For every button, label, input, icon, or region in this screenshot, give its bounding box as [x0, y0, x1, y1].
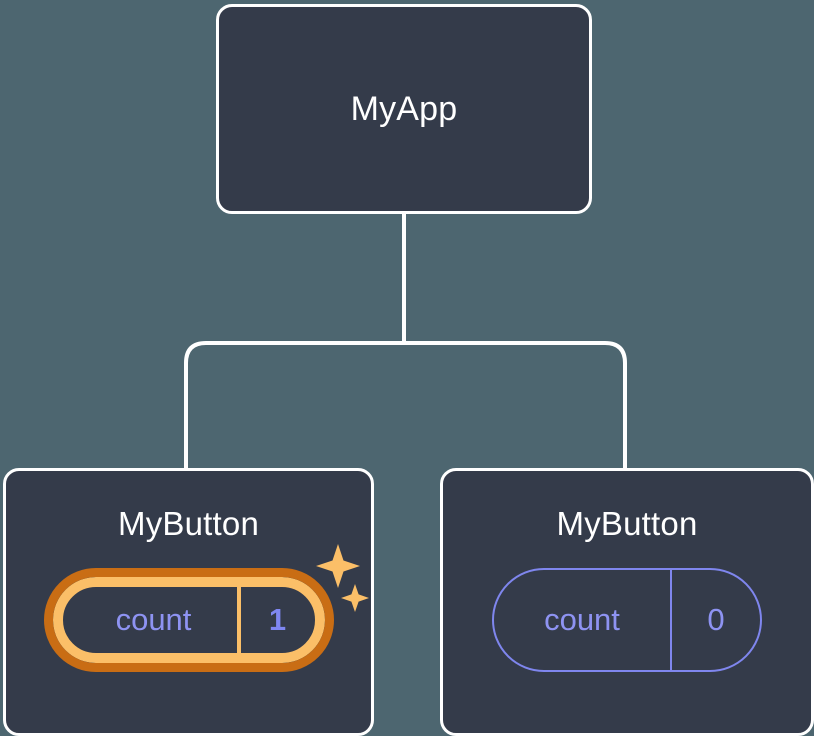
- state-pill-highlighted[interactable]: count 1: [43, 568, 334, 672]
- state-pill-inner: count 1: [52, 577, 325, 663]
- state-key-label-right: count: [544, 602, 620, 637]
- state-key-label-left: count: [115, 602, 192, 637]
- connector-branch-left: [184, 341, 404, 470]
- state-pill-wrap-right: count 0: [492, 568, 762, 672]
- sparkle-large-icon: [315, 544, 360, 588]
- connector-branch-right: [404, 341, 627, 470]
- component-title-myapp: MyApp: [350, 90, 458, 128]
- state-value-left: 1: [236, 587, 315, 653]
- state-pill-wrap-left: count 1: [43, 544, 369, 672]
- state-pill-plain[interactable]: count 0: [492, 568, 762, 672]
- component-node-mybutton-left[interactable]: MyButton count 1: [3, 468, 374, 736]
- state-value-right: 0: [670, 570, 760, 670]
- component-title-mybutton-left: MyButton: [118, 505, 259, 542]
- sparkle-small-icon: [340, 584, 369, 612]
- component-title-mybutton-right: MyButton: [556, 505, 698, 542]
- component-node-mybutton-right[interactable]: MyButton count 0: [440, 468, 814, 736]
- component-node-myapp[interactable]: MyApp: [216, 4, 592, 214]
